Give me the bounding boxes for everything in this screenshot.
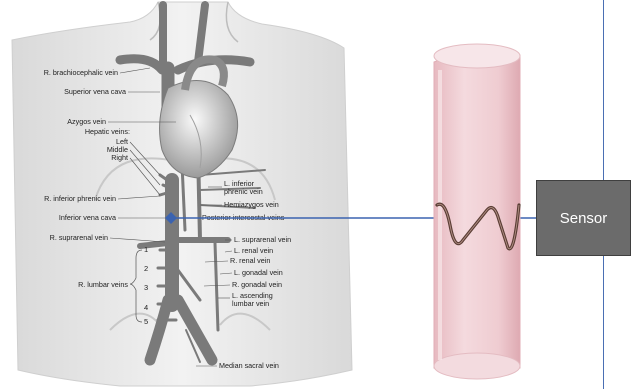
- vessel-detail: [434, 44, 520, 379]
- lumbar-number-3: 3: [144, 283, 148, 292]
- label-hemiazygos: Hemiazygos vein: [224, 200, 279, 209]
- lumbar-number-2: 2: [144, 264, 148, 273]
- label-renal-left: L. renal vein: [234, 246, 273, 255]
- lumbar-number-5: 5: [144, 317, 148, 326]
- lumbar-number-4: 4: [144, 303, 148, 312]
- label-hepatic-right: Right: [111, 153, 128, 162]
- label-brachiocephalic: R. brachiocephalic vein: [44, 68, 118, 77]
- label-gonadal-left: L. gonadal vein: [234, 268, 283, 277]
- label-hepatic: Hepatic veins:: [85, 127, 130, 136]
- label-renal-right: R. renal vein: [230, 256, 270, 265]
- label-suprarenal-right: R. suprarenal vein: [50, 233, 108, 242]
- sensor-label: Sensor: [560, 210, 608, 227]
- label-gonadal-right: R. gonadal vein: [232, 280, 282, 289]
- vessel-bottom-opening: [434, 353, 520, 379]
- label-suprarenal-left: L. suprarenal vein: [234, 235, 291, 244]
- label-svc: Superior vena cava: [64, 87, 126, 96]
- label-ivc: Inferior vena cava: [59, 213, 116, 222]
- label-ascending-lumbar-2: lumbar vein: [232, 299, 269, 308]
- lumbar-number-1: 1: [144, 245, 148, 254]
- label-inf-phrenic-right: R. inferior phrenic vein: [44, 194, 116, 203]
- vessel-top-opening: [434, 44, 520, 68]
- label-lumbar-right: R. lumbar veins: [78, 280, 128, 289]
- label-median-sacral: Median sacral vein: [219, 361, 279, 370]
- torso-illustration: R. brachiocephalic vein Superior vena ca…: [12, 2, 352, 386]
- label-azygos: Azygos vein: [67, 117, 106, 126]
- label-inf-phrenic-left-2: phrenic vein: [224, 187, 263, 196]
- sensor-box: Sensor: [536, 180, 631, 256]
